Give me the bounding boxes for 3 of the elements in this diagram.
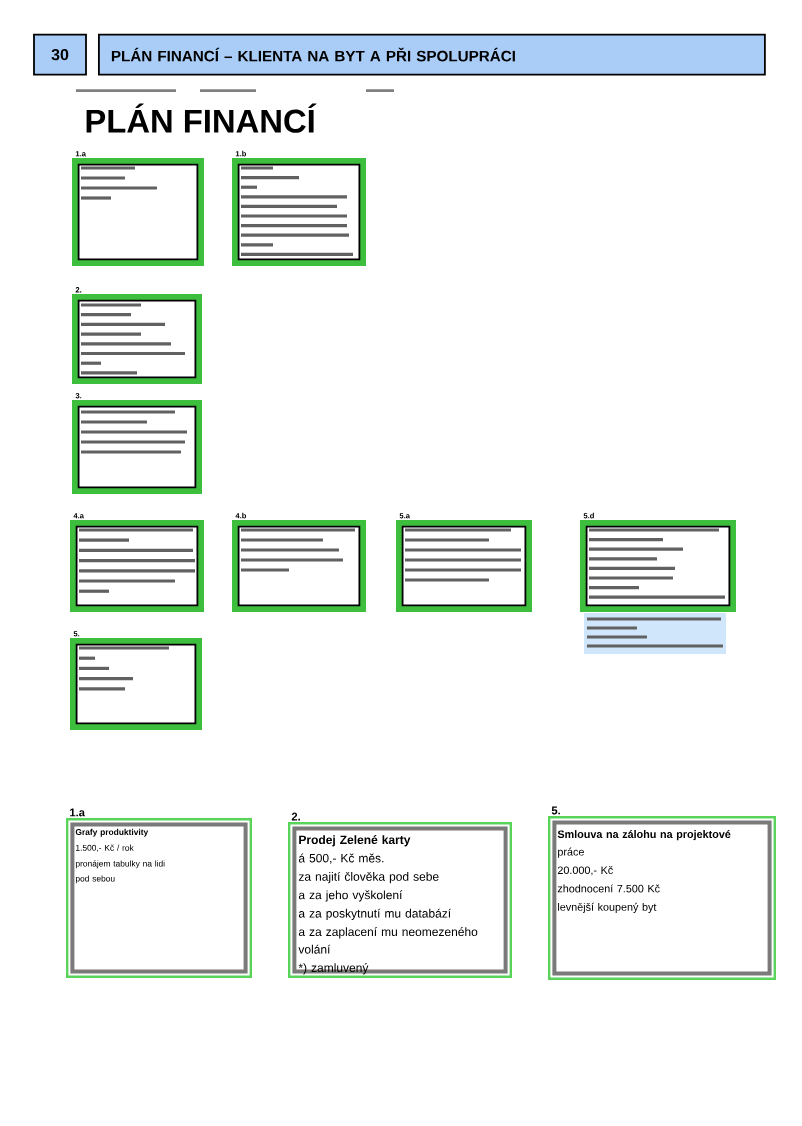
page-heading: PLÁN FINANCÍ [86,103,317,133]
note-box [584,613,726,655]
number-box: 30 [33,33,87,76]
